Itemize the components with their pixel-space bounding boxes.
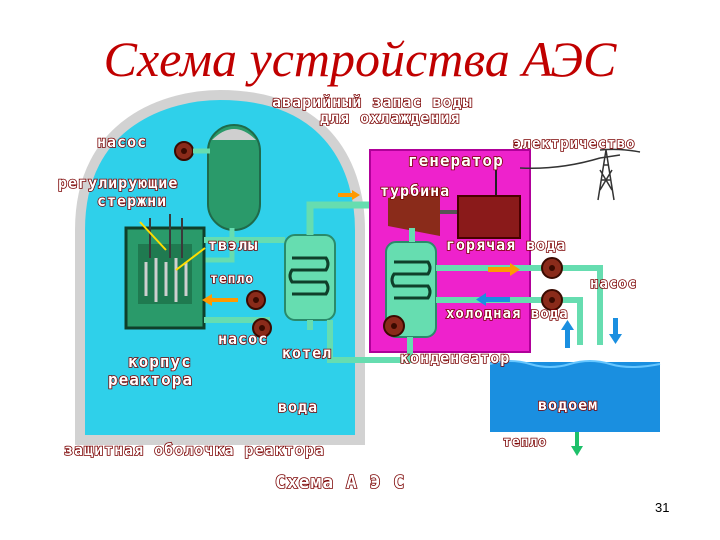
label-pump-right: насос bbox=[590, 276, 637, 292]
turbine bbox=[388, 188, 440, 236]
label-control-rods-1: регулирующие bbox=[58, 174, 178, 192]
label-containment: защитная оболочка реактора bbox=[64, 441, 325, 459]
label-turbine: турбина bbox=[380, 182, 450, 200]
label-pump-left: насос bbox=[97, 133, 147, 151]
label-heat-left: тепло bbox=[210, 272, 254, 287]
label-fuel-rods: твэлы bbox=[208, 236, 258, 254]
reservoir bbox=[490, 362, 660, 432]
fuel-rods bbox=[144, 258, 188, 302]
pump-primary bbox=[252, 318, 272, 338]
hot-water-arrow bbox=[488, 263, 520, 276]
heat-arrow-left bbox=[202, 294, 238, 306]
label-reservoir: водоем bbox=[538, 396, 598, 414]
label-cold-water: холодная вода bbox=[446, 306, 569, 322]
label-water: вода bbox=[278, 398, 318, 416]
boiler bbox=[284, 234, 336, 321]
label-condenser: конденсатор bbox=[400, 349, 510, 367]
label-heat-bottom: тепло bbox=[503, 435, 547, 450]
label-emergency-water: аварийный запас воды bbox=[272, 93, 473, 111]
scheme-caption: Схема А Э С bbox=[275, 472, 405, 493]
page-title: Схема устройства АЭС bbox=[103, 31, 617, 87]
generator bbox=[457, 195, 521, 239]
pump-hot bbox=[541, 257, 563, 279]
label-control-rods-2: стержни bbox=[97, 192, 167, 210]
label-hot-water: горячая вода bbox=[446, 236, 566, 254]
emergency-tank bbox=[207, 124, 261, 231]
heat-arrow-down bbox=[571, 432, 583, 456]
power-tower-icon bbox=[519, 148, 641, 201]
pump-heat bbox=[246, 290, 266, 310]
label-pump-bottom: насос bbox=[218, 330, 268, 348]
flow-arrow-up bbox=[561, 320, 574, 348]
label-electricity: электричество bbox=[513, 136, 636, 152]
cold-water-arrow bbox=[476, 293, 510, 306]
label-boiler: котел bbox=[282, 344, 332, 362]
control-rods bbox=[149, 214, 183, 258]
containment-shell bbox=[75, 89, 365, 445]
pump-left bbox=[174, 141, 194, 161]
label-vessel-1: корпус bbox=[128, 352, 192, 371]
flow-arrow-down bbox=[609, 318, 622, 344]
label-vessel-2: реактора bbox=[108, 370, 193, 389]
feedwater-line bbox=[327, 320, 413, 363]
pump-cold bbox=[541, 289, 563, 311]
steam-line bbox=[306, 201, 395, 235]
label-generator: генератор bbox=[408, 151, 504, 170]
page-number: 31 bbox=[655, 500, 670, 515]
label-for-cooling: для охлаждения bbox=[320, 109, 460, 127]
pump-feedwater bbox=[383, 315, 405, 337]
steam-arrow bbox=[338, 190, 360, 200]
